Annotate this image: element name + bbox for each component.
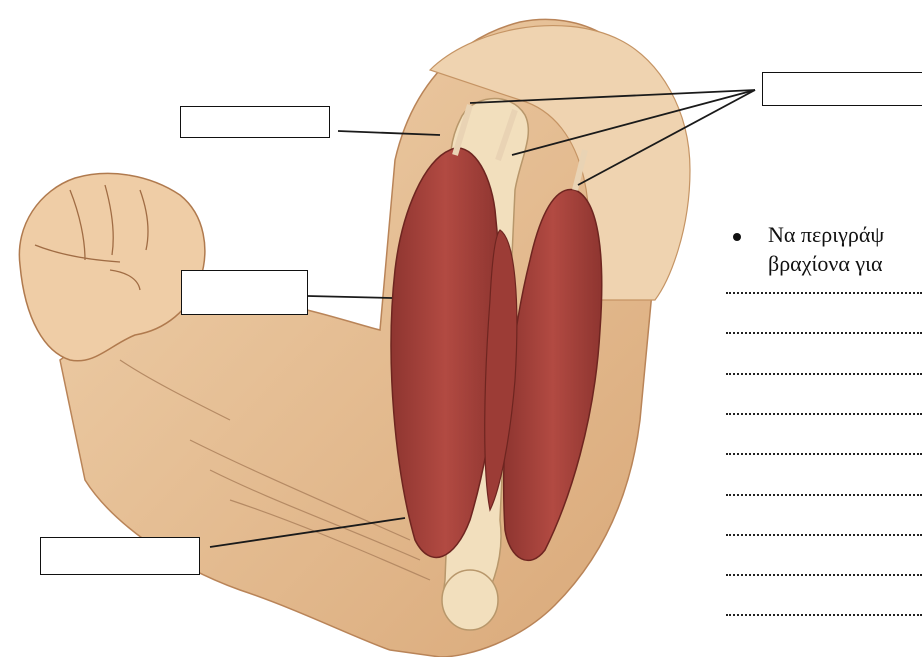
label-box-forearm[interactable] [40, 537, 200, 575]
answer-line[interactable] [726, 532, 922, 536]
label-box-tendons-right[interactable] [762, 72, 922, 106]
answer-line[interactable] [726, 330, 922, 334]
answer-line[interactable] [726, 612, 922, 616]
question-line-1: Να περιγράψ [768, 220, 884, 250]
question-line-2: βραχίονα για [768, 249, 883, 279]
label-box-tendons-left[interactable] [180, 106, 330, 138]
answer-line[interactable] [726, 290, 922, 294]
answer-line[interactable] [726, 371, 922, 375]
elbow-bone [442, 570, 498, 630]
answer-line[interactable] [726, 411, 922, 415]
label-box-biceps[interactable] [181, 270, 308, 315]
answer-line[interactable] [726, 572, 922, 576]
bullet-icon [733, 233, 741, 241]
answer-line[interactable] [726, 492, 922, 496]
answer-line[interactable] [726, 451, 922, 455]
